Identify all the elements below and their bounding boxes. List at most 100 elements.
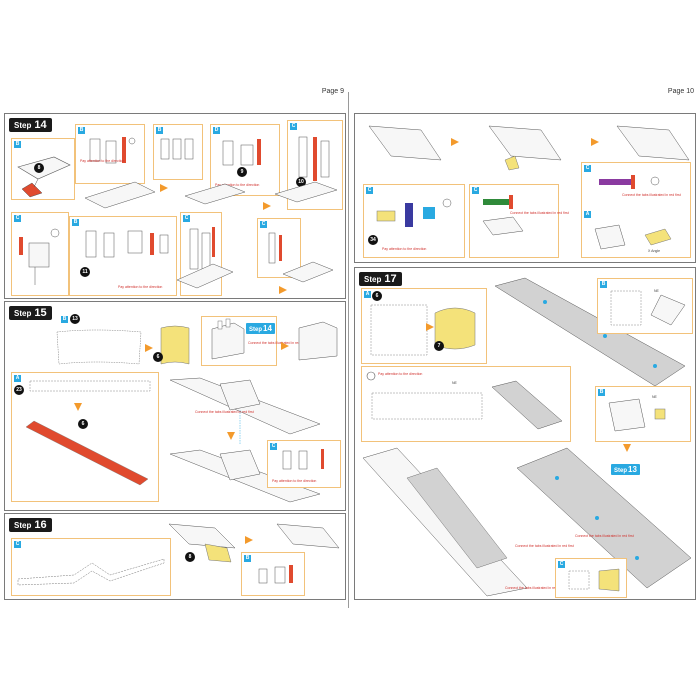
step-16-continued-panel: C 34 Pay attention to the direction C Co… bbox=[354, 113, 696, 263]
gear-drawing bbox=[19, 228, 60, 285]
bracket-drawing bbox=[608, 398, 666, 432]
direction-note: Pay attention to the direction bbox=[382, 247, 427, 251]
part-num: 10 bbox=[296, 177, 306, 187]
sub-assembly-s16a: C bbox=[11, 538, 171, 596]
wing-section-3 bbox=[616, 125, 690, 161]
step-number: 16 bbox=[34, 519, 47, 531]
part-tag-b: B bbox=[72, 219, 79, 226]
part-tag-b: B bbox=[78, 127, 85, 134]
sub-assembly-7: B 11 Pay attention to the direction bbox=[69, 216, 177, 296]
fuselage-tube-upper bbox=[494, 277, 686, 387]
part-num: 7 bbox=[434, 341, 444, 351]
arrow-right bbox=[245, 536, 253, 544]
flat-part-b13 bbox=[56, 329, 142, 365]
page-10: Page 10 C 34 Pay attention to the direct… bbox=[354, 88, 696, 600]
sub-assembly-4: D 9 Pay attention to the direction bbox=[210, 124, 280, 196]
part-tag-a: A bbox=[14, 375, 21, 382]
angle-note: X Angle bbox=[648, 249, 661, 253]
sub-assembly-p10c: C Connect the tabs illustrated in red fi… bbox=[581, 162, 691, 258]
part-num: 6 bbox=[78, 419, 88, 429]
part-tag-a: A bbox=[584, 211, 591, 218]
bracket-drawing bbox=[594, 224, 672, 250]
page-divider bbox=[348, 92, 349, 608]
connect-note: Connect the tabs illustrated in red firs… bbox=[510, 211, 569, 215]
part-num: 6 bbox=[372, 291, 382, 301]
part-tag-b: B bbox=[14, 141, 21, 148]
part-tag-c: C bbox=[366, 187, 373, 194]
part-tag-b: B bbox=[244, 555, 251, 562]
arrow-right bbox=[263, 202, 271, 210]
part-tag-b: B bbox=[600, 281, 607, 288]
ne-label: NE bbox=[452, 381, 457, 385]
connect-note: Connect the tabs illustrated in red firs… bbox=[622, 193, 681, 197]
long-part-outline bbox=[29, 380, 151, 392]
ne-label: NE bbox=[652, 395, 657, 399]
ref-label: Step bbox=[614, 468, 628, 474]
arrow-right bbox=[591, 138, 599, 146]
sub-assembly-s17b: B NE bbox=[597, 278, 693, 334]
part-num: 23 bbox=[14, 385, 24, 395]
page-number-left: Page 9 bbox=[321, 88, 344, 95]
connect-note: Connect the tabs illustrated in red firs… bbox=[575, 534, 634, 538]
sub-assembly-3: B bbox=[153, 124, 203, 180]
arrow-down bbox=[623, 444, 631, 452]
arrow-down bbox=[74, 403, 82, 411]
wing-result bbox=[276, 523, 340, 549]
arrow-right bbox=[451, 138, 459, 146]
step-label: Step bbox=[364, 275, 382, 284]
sub-assembly-s17a: A 6 7 bbox=[361, 288, 487, 364]
tower-drawing bbox=[211, 318, 245, 360]
sub-assembly-s16b: B bbox=[241, 552, 305, 596]
part-num: 8 bbox=[185, 552, 195, 562]
tab-drawing bbox=[85, 230, 169, 258]
step-label: Step bbox=[14, 521, 32, 530]
panel-drawing bbox=[610, 290, 686, 326]
cylinder-parts bbox=[370, 304, 476, 356]
wing-section-1 bbox=[368, 125, 442, 161]
part-tag-d: D bbox=[213, 127, 220, 134]
long-red-part bbox=[25, 420, 149, 486]
part-tag-c: C bbox=[270, 443, 277, 450]
gear-bay-drawing bbox=[17, 156, 71, 198]
arrow-right bbox=[426, 323, 434, 331]
part-tag-c: C bbox=[183, 215, 190, 222]
tower-result bbox=[298, 321, 338, 361]
ne-label: NE bbox=[654, 289, 659, 293]
direction-note: Pay attention to the direction bbox=[80, 159, 125, 163]
part-num: 11 bbox=[80, 267, 90, 277]
connector-drawing bbox=[599, 175, 660, 189]
part-tag-c: C bbox=[584, 165, 591, 172]
assembly-row-2 bbox=[176, 261, 334, 289]
step-number: 15 bbox=[34, 307, 47, 319]
part-num: 13 bbox=[70, 314, 80, 324]
connect-note: Connect the tabs illustrated in red firs… bbox=[195, 410, 254, 414]
fuselage-assembly-s15 bbox=[169, 377, 321, 503]
part-tag-c: C bbox=[290, 123, 297, 130]
arrow-right bbox=[160, 184, 168, 192]
part-tag-c: C bbox=[14, 215, 21, 222]
tab-drawing bbox=[258, 565, 293, 584]
bracket-drawing bbox=[376, 198, 452, 227]
ref-label: Step bbox=[249, 327, 263, 333]
part-num: 34 bbox=[368, 235, 378, 245]
wing-fold-drawing bbox=[168, 523, 236, 563]
direction-note: Pay attention to the direction bbox=[215, 183, 260, 187]
tab-drawing bbox=[89, 137, 136, 164]
part-tag-c: C bbox=[14, 541, 21, 548]
ref-number: 13 bbox=[628, 465, 637, 474]
tab-drawing bbox=[222, 139, 261, 166]
tab-drawing bbox=[268, 232, 282, 264]
twist-icon bbox=[366, 371, 376, 381]
arrow-right bbox=[281, 342, 289, 350]
sub-assembly-s15c: C Pay attention to the direction bbox=[267, 440, 341, 488]
part-num: 9 bbox=[237, 167, 247, 177]
sub-assembly-s17e: C bbox=[555, 558, 627, 598]
connect-note: Connect the tabs illustrated in red firs… bbox=[248, 341, 307, 345]
part-tag-c: C bbox=[472, 187, 479, 194]
